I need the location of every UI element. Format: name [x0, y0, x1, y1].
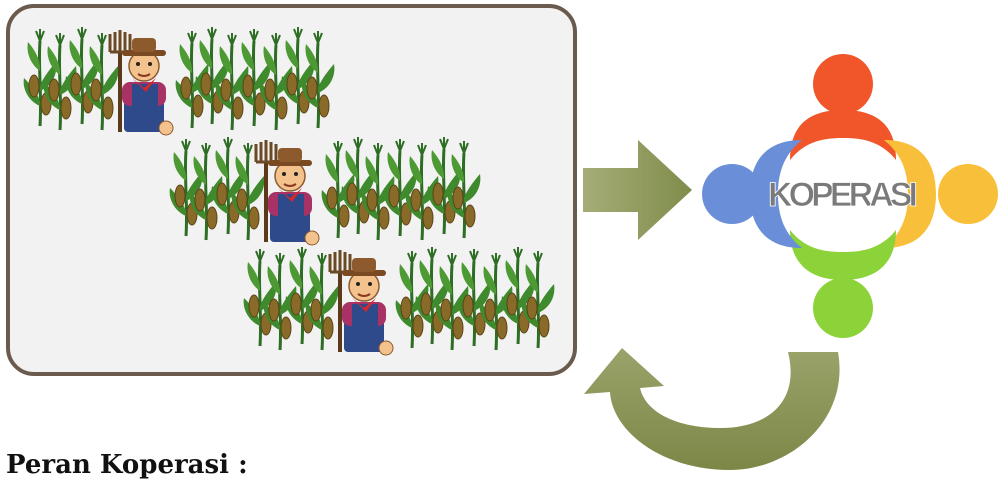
right-arrow-icon — [583, 140, 692, 240]
cooperative-label: KOPERASI — [768, 176, 918, 214]
cooperative-people-icon — [702, 54, 998, 338]
caption: Peran Koperasi : — [6, 450, 248, 480]
curved-return-arrow-icon — [584, 348, 840, 470]
